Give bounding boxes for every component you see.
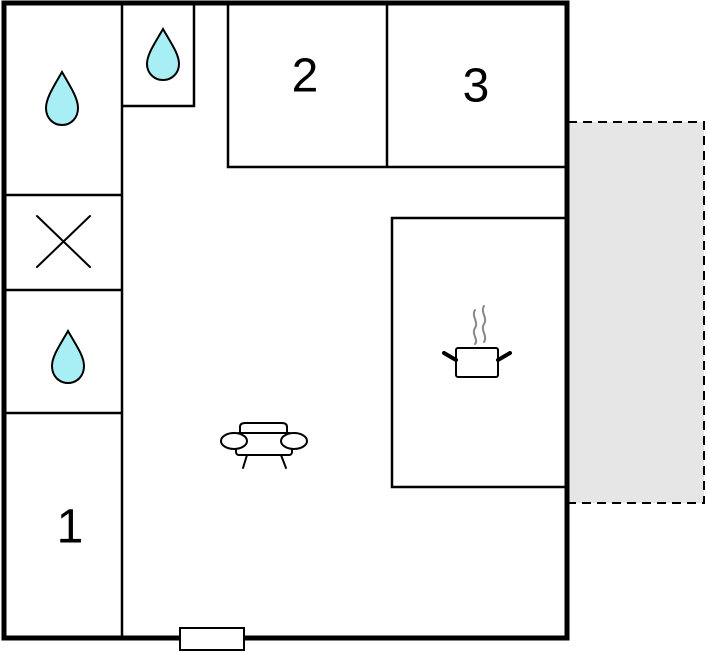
room-label-3: 3 xyxy=(463,60,490,113)
armchair-leg xyxy=(280,454,287,469)
pot-handle-right xyxy=(496,351,512,362)
armchair-arm-right xyxy=(280,432,308,450)
x-mark-stroke xyxy=(36,215,91,268)
bedrooms-wall xyxy=(226,3,567,169)
kitchen-wall xyxy=(390,216,567,489)
water-drop-icon xyxy=(44,69,80,127)
water-drop-icon xyxy=(50,328,86,385)
steam-line xyxy=(481,305,487,343)
outer-wall xyxy=(1,0,570,641)
armchair-arm-left xyxy=(220,432,248,450)
room-label-1: 1 xyxy=(57,501,84,554)
small-bathroom-wall xyxy=(122,3,196,108)
terrace-area xyxy=(567,121,705,504)
cooking-pot-icon xyxy=(442,305,512,378)
steam-line xyxy=(472,309,478,345)
entrance-door xyxy=(179,627,245,651)
x-mark-icon xyxy=(36,215,91,268)
armchair-icon xyxy=(220,422,308,469)
armchair-leg xyxy=(242,454,248,469)
pot-body xyxy=(455,347,499,378)
pot-handle-left xyxy=(442,351,458,362)
room-label-2: 2 xyxy=(292,50,319,103)
water-drop-icon xyxy=(145,26,181,82)
armchair-back xyxy=(239,422,288,433)
